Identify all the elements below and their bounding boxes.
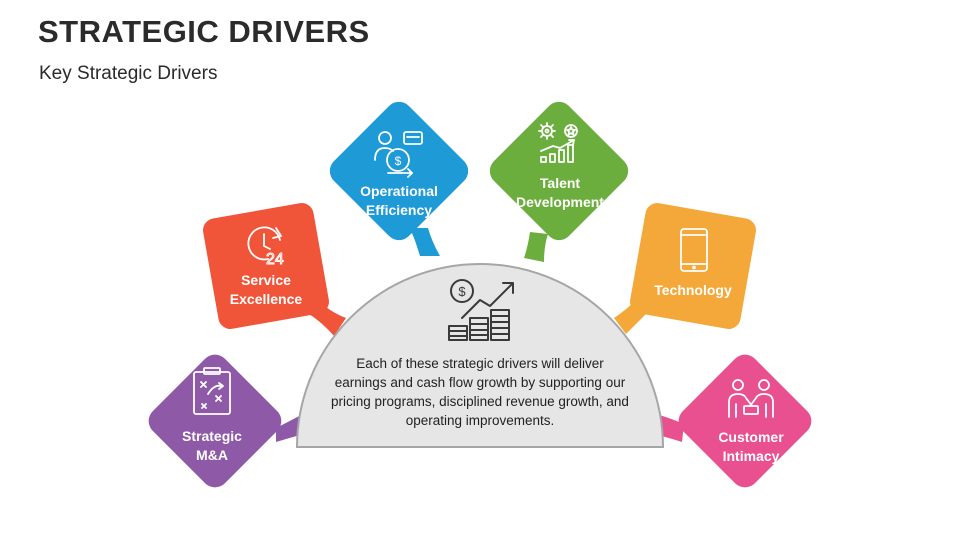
center-description: Each of these strategic drivers will del… bbox=[331, 356, 629, 428]
driver-label-talent-development: Talent Development bbox=[516, 175, 604, 210]
driver-label-strategic-ma: Strategic M&A bbox=[182, 428, 242, 463]
strategy-board-icon bbox=[193, 367, 231, 415]
growth-chart-icon: $ bbox=[448, 279, 514, 341]
driver-shape-service-excellence bbox=[203, 203, 329, 329]
stem-operational-efficiency bbox=[410, 228, 440, 256]
stem-talent-development bbox=[524, 232, 548, 262]
svg-text:$: $ bbox=[458, 284, 466, 299]
handshake-people-icon bbox=[728, 379, 774, 418]
driver-label-customer-intimacy: Customer Intimacy bbox=[718, 429, 784, 464]
center-semicircle bbox=[295, 263, 665, 448]
driver-shape-talent-development bbox=[489, 101, 629, 241]
page-subtitle: Key Strategic Drivers bbox=[39, 63, 218, 84]
svg-text:$: $ bbox=[395, 154, 402, 168]
page-title: STRATEGIC DRIVERS bbox=[38, 14, 370, 49]
gears-growth-icon bbox=[538, 122, 578, 163]
driver-label-operational-efficiency: Operational Efficiency bbox=[360, 183, 438, 218]
driver-label-technology: Technology bbox=[654, 282, 732, 298]
businessman-money-icon: $ bbox=[374, 131, 423, 178]
driver-label-service-excellence: Service Excellence bbox=[229, 272, 303, 307]
driver-shape-customer-intimacy bbox=[678, 354, 812, 488]
driver-shape-strategic-ma bbox=[148, 354, 282, 488]
svg-text:24: 24 bbox=[266, 251, 284, 268]
tablet-icon bbox=[680, 228, 708, 272]
clock-24-icon: 24 bbox=[247, 226, 284, 269]
